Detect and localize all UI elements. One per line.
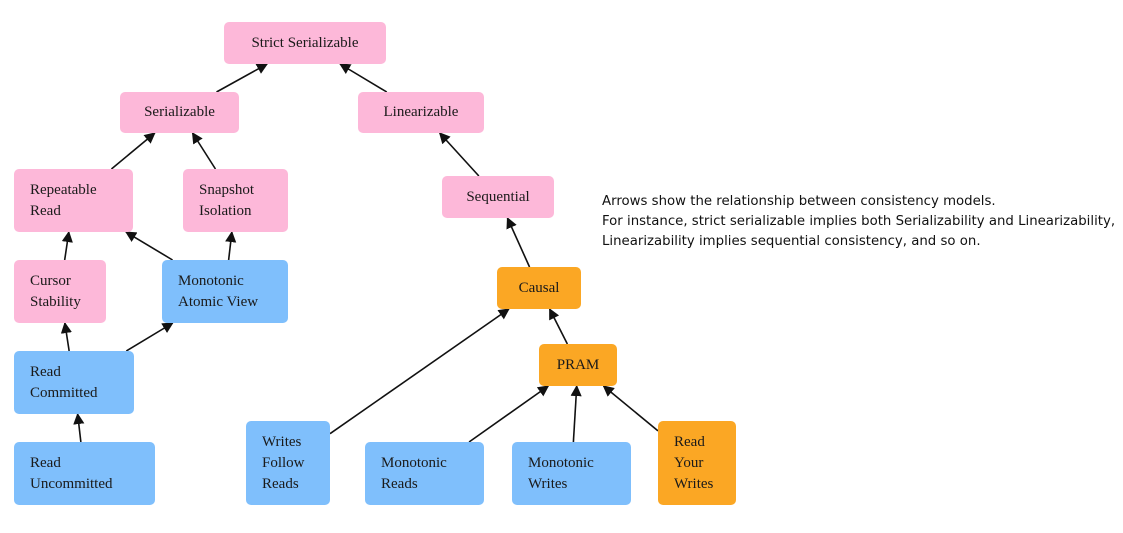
node-cursor-stability: Cursor Stability (14, 260, 106, 323)
arrow-sequential-to-linearizable (438, 132, 480, 177)
node-monotonic-writes: Monotonic Writes (512, 442, 631, 505)
node-linearizable: Linearizable (358, 92, 484, 133)
node-read-uncommitted: Read Uncommitted (14, 442, 155, 505)
explanation-note: Arrows show the relationship between con… (602, 192, 1117, 252)
arrow-read-uncommitted-to-read-committed (73, 412, 85, 443)
note-line-1: Arrows show the relationship between con… (602, 194, 996, 209)
arrow-read-your-writes-to-pram (602, 385, 659, 432)
arrow-monotonic-reads-to-pram (468, 385, 550, 443)
arrow-writes-follow-reads-to-causal (329, 308, 510, 435)
node-read-your-writes: Read Your Writes (658, 421, 736, 505)
node-monotonic-atomic-view: Monotonic Atomic View (162, 260, 288, 323)
arrow-snapshot-isolation-to-serializable (191, 132, 217, 170)
arrow-repeatable-read-to-serializable (110, 132, 156, 170)
arrow-causal-to-sequential (506, 216, 531, 268)
node-monotonic-reads: Monotonic Reads (365, 442, 484, 505)
node-repeatable-read: Repeatable Read (14, 169, 133, 232)
note-line-3: Linearizability implies sequential consi… (602, 234, 981, 249)
arrow-cursor-stability-to-repeatable-read (61, 230, 73, 261)
arrow-serializable-to-strict-serializable (216, 63, 269, 93)
arrow-monotonic-atomic-view-to-repeatable-read (124, 231, 173, 261)
note-line-2: For instance, strict serializable implie… (602, 214, 1116, 229)
node-snapshot-isolation: Snapshot Isolation (183, 169, 288, 232)
arrow-monotonic-atomic-view-to-snapshot-isolation (225, 230, 237, 261)
node-causal: Causal (497, 267, 581, 309)
node-sequential: Sequential (442, 176, 554, 218)
node-strict-serializable: Strict Serializable (224, 22, 386, 64)
arrow-pram-to-causal (548, 308, 569, 345)
node-serializable: Serializable (120, 92, 239, 133)
arrow-read-committed-to-cursor-stability (60, 321, 72, 352)
node-pram: PRAM (539, 344, 617, 386)
arrow-read-committed-to-monotonic-atomic-view (125, 322, 174, 352)
arrow-linearizable-to-strict-serializable (339, 63, 388, 93)
node-read-committed: Read Committed (14, 351, 134, 414)
arrow-monotonic-writes-to-pram (570, 384, 582, 443)
node-writes-follow-reads: Writes Follow Reads (246, 421, 330, 505)
